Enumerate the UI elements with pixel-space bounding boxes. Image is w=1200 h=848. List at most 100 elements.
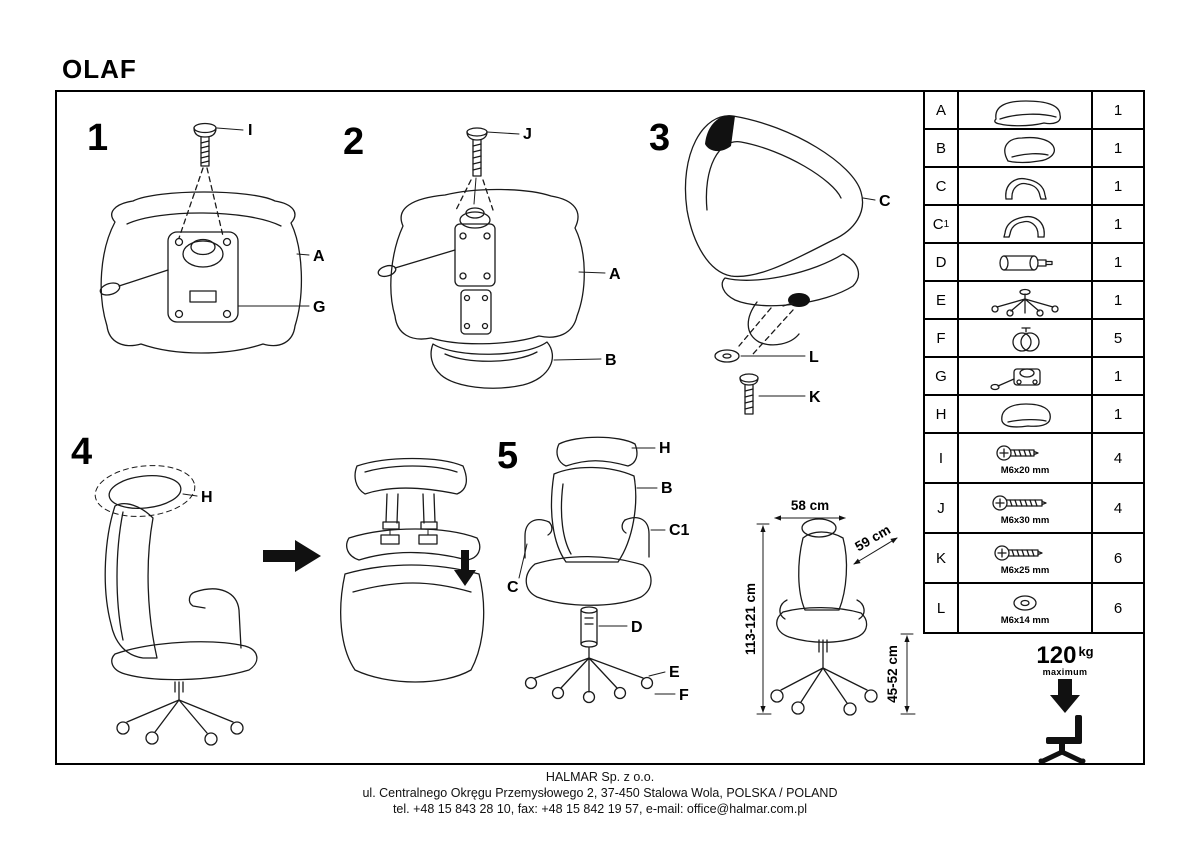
part-spec: M6x20 mm: [1000, 465, 1050, 476]
step4-detail-arrow-icon: [454, 550, 476, 586]
base-icon: [991, 288, 1059, 317]
step5-illustration: [518, 436, 676, 704]
dim-width: 58 cm: [791, 498, 829, 513]
step2-number: 2: [343, 121, 364, 163]
step1-label-a: A: [313, 248, 325, 265]
dimension-lines: [756, 515, 916, 715]
headrest-icon: [1001, 402, 1051, 428]
table-row: K M6x25 mm 6: [925, 534, 1143, 584]
part-letter: C: [925, 168, 959, 204]
screw-icon: [994, 545, 1043, 561]
step1-label-i: I: [248, 122, 252, 139]
part-qty: 1: [1113, 405, 1123, 423]
part-qty: 4: [1113, 499, 1123, 517]
step3-label-k: K: [809, 389, 821, 406]
part-letter: L: [925, 584, 959, 632]
dim-height: 113-121 cm: [743, 583, 758, 655]
footer-company: HALMAR Sp. z o.o.: [545, 770, 655, 784]
backrest-icon: [1004, 136, 1055, 163]
step3-label-c: C: [879, 193, 891, 210]
part-letter: E: [925, 282, 959, 318]
screw-icon: [992, 495, 1047, 511]
diagram-area: 1 I A G: [55, 90, 1145, 765]
weight-chair-icon: [1038, 679, 1086, 764]
step4-arrow-icon: [263, 540, 321, 572]
step3-illustration: [684, 115, 876, 415]
caster-icon: [1012, 326, 1040, 352]
step3-number: 3: [649, 117, 670, 159]
step5-label-f: F: [679, 687, 689, 704]
step4-illustration: [94, 465, 258, 746]
armrest-mirrored-icon: [1003, 215, 1045, 238]
step4-label-h: H: [201, 489, 213, 506]
part-qty: 1: [1113, 101, 1123, 119]
table-row: B 1: [925, 130, 1143, 168]
step1-label-g: G: [313, 299, 325, 316]
part-letter: G: [925, 358, 959, 394]
part-letter: D: [925, 244, 959, 280]
step2-label-a: A: [609, 266, 621, 283]
step5-label-d: D: [631, 619, 643, 636]
screw-icon: [996, 445, 1039, 461]
max-load-note: maximum: [1042, 667, 1088, 677]
table-row: I M6x20 mm 4: [925, 434, 1143, 484]
part-qty: 5: [1113, 329, 1123, 347]
part-qty: 1: [1113, 253, 1123, 271]
part-qty: 1: [1113, 215, 1123, 233]
step1-illustration: [99, 122, 310, 354]
assembly-diagram: 1 I A G: [71, 115, 916, 746]
step5-label-c1: C1: [669, 522, 690, 539]
part-spec: M6x30 mm: [1000, 515, 1050, 526]
table-row: D 1: [925, 244, 1143, 282]
part-letter: F: [925, 320, 959, 356]
step4-number: 4: [71, 431, 92, 473]
part-spec: M6x14 mm: [1000, 615, 1050, 626]
footer: HALMAR Sp. z o.o. ul. Centralnego Okręgu…: [0, 769, 1200, 817]
part-qty: 6: [1113, 599, 1123, 617]
footer-contact: tel. +48 15 843 28 10, fax: +48 15 842 1…: [392, 802, 808, 816]
part-letter: J: [925, 484, 959, 532]
step5-label-h: H: [659, 440, 671, 457]
dimension-chair-illustration: [770, 518, 878, 716]
dim-seat-height: 45-52 cm: [885, 645, 900, 703]
gas-lift-icon: [999, 254, 1053, 271]
step3-label-l: L: [809, 349, 819, 366]
part-qty: 1: [1113, 177, 1123, 195]
armrest-icon: [1005, 177, 1047, 200]
step5-number: 5: [497, 435, 518, 477]
washer-icon: [1013, 595, 1037, 611]
part-letter: B: [925, 130, 959, 166]
parts-table: A 1 B 1: [923, 92, 1143, 634]
step2-illustration: [377, 127, 606, 389]
table-row: L M6x14 mm 6: [925, 584, 1143, 634]
part-qty: 1: [1113, 139, 1123, 157]
step2-label-b: B: [605, 352, 617, 369]
step4-detail-illustration: [340, 457, 485, 683]
seat-icon: [994, 99, 1061, 126]
product-title: OLAF: [62, 54, 137, 84]
dim-depth: 59 cm: [852, 522, 893, 554]
table-row: F 5: [925, 320, 1143, 358]
table-row: E 1: [925, 282, 1143, 320]
table-row: A 1: [925, 92, 1143, 130]
part-spec: M6x25 mm: [1000, 565, 1050, 576]
part-letter: A: [925, 92, 959, 128]
part-qty: 1: [1113, 367, 1123, 385]
step1-number: 1: [87, 117, 108, 159]
step5-label-b: B: [661, 480, 673, 497]
mechanism-icon: [990, 367, 1041, 390]
footer-address: ul. Centralnego Okręgu Przemysłowego 2, …: [362, 786, 838, 800]
part-qty: 1: [1113, 291, 1123, 309]
part-letter: H: [925, 396, 959, 432]
step5-label-c: C: [507, 579, 519, 596]
part-qty: 6: [1113, 549, 1123, 567]
step2-label-j: J: [523, 126, 532, 143]
part-letter: I: [925, 434, 959, 482]
table-row: C 1: [925, 168, 1143, 206]
table-row: J M6x30 mm 4: [925, 484, 1143, 534]
